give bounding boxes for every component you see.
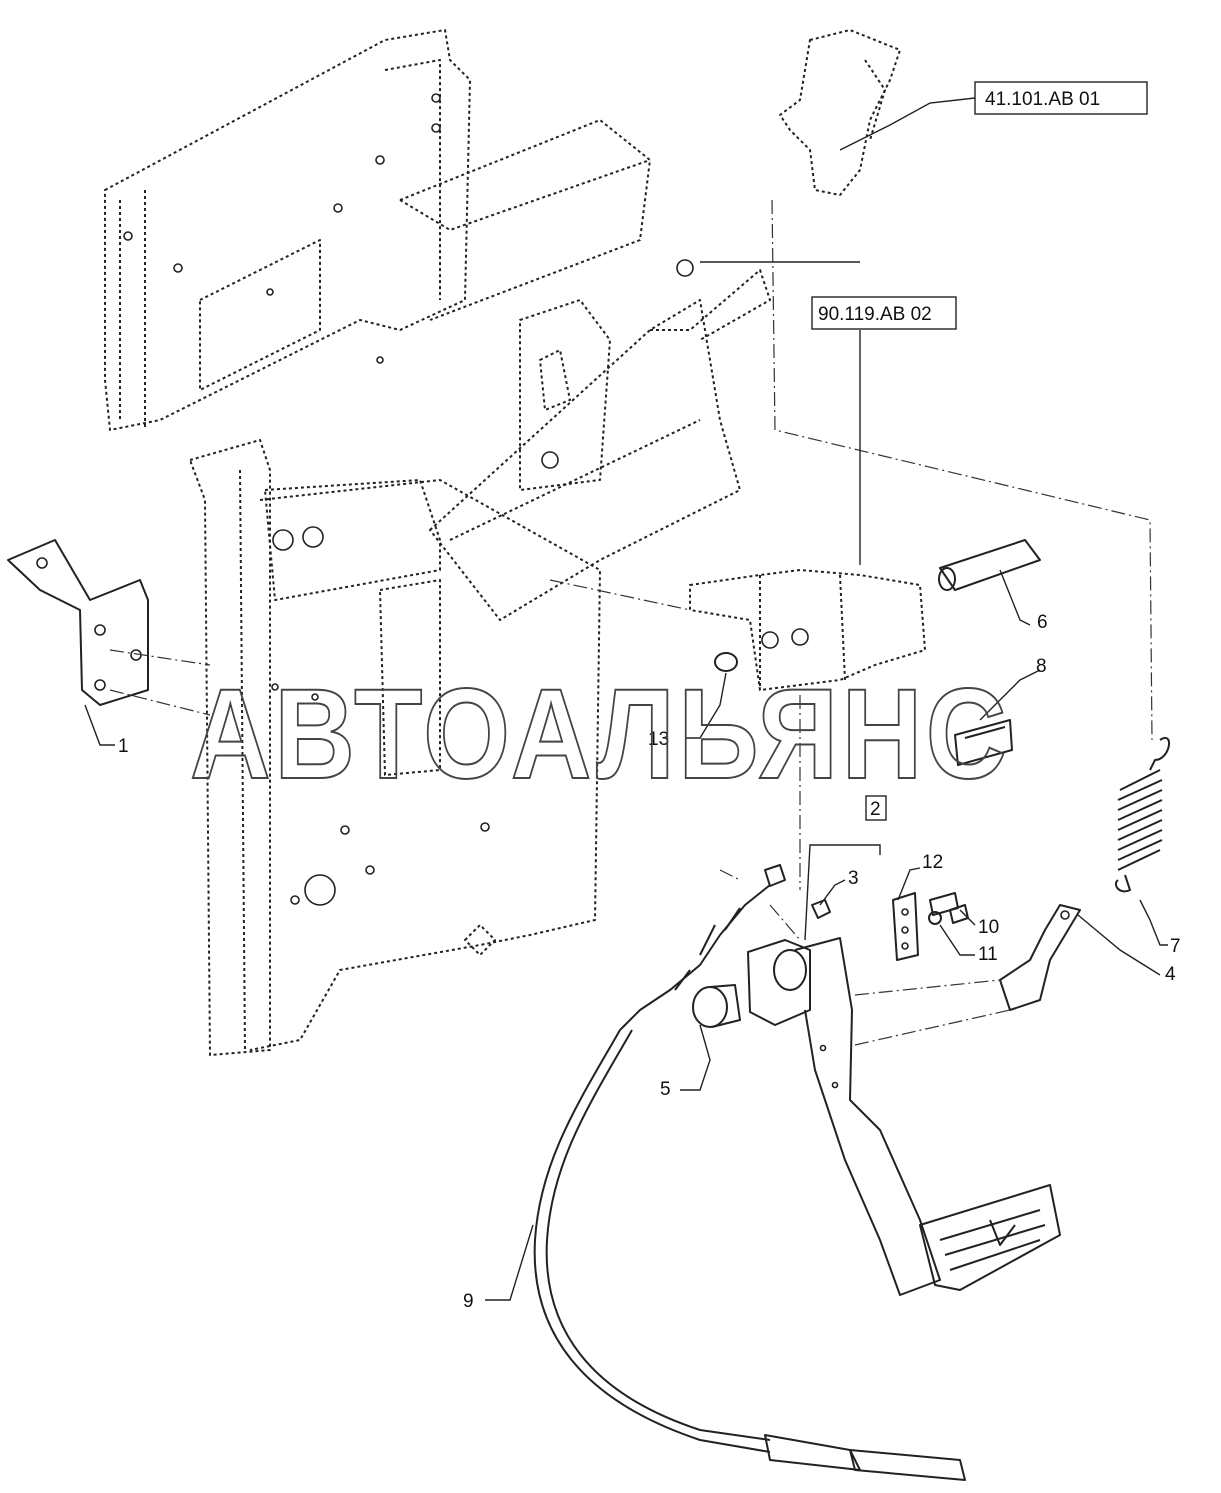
pedal-bracket-box — [549, 569, 926, 890]
callout-3: 3 — [848, 868, 859, 889]
callout-2-box: 2 — [865, 795, 887, 821]
callout-5: 5 — [660, 1079, 671, 1100]
callout-11: 11 — [978, 944, 998, 965]
callout-9: 9 — [463, 1291, 474, 1312]
part-1-bracket — [7, 539, 211, 716]
callout-4: 4 — [1165, 964, 1176, 985]
part-6-pin — [938, 539, 1041, 591]
main-frame — [104, 29, 771, 1056]
part-4-lever — [999, 904, 1081, 1011]
svg-text:90.119.AB 02: 90.119.AB 02 — [818, 304, 932, 325]
part-3-nut — [811, 899, 831, 919]
part-8-pad — [954, 719, 1013, 766]
callout-7: 7 — [1170, 936, 1181, 957]
part-2-pedal — [747, 937, 1061, 1296]
part-13-ring — [714, 652, 738, 672]
svg-text:41.101.AB 01: 41.101.AB 01 — [985, 89, 1100, 110]
svg-text:2: 2 — [870, 799, 881, 820]
callout-13: 13 — [648, 729, 669, 750]
part-9-cable — [533, 864, 966, 1481]
callout-10: 10 — [978, 917, 999, 938]
part-12-plate — [892, 892, 969, 961]
watermark-text: АВТОАЛЬЯНС — [190, 663, 1010, 806]
part-7-spring — [1114, 736, 1170, 893]
ref-41-box: 41.101.AB 01 — [974, 81, 1148, 115]
callout-8: 8 — [1036, 656, 1047, 677]
part-5-bushing — [692, 984, 741, 1028]
callout-6: 6 — [1037, 612, 1048, 633]
leader-lines — [84, 97, 1168, 1301]
callout-12: 12 — [922, 852, 943, 873]
top-right-bracket — [771, 29, 1153, 741]
callout-1: 1 — [118, 736, 129, 757]
ref-90-box: 90.119.AB 02 — [811, 296, 957, 330]
